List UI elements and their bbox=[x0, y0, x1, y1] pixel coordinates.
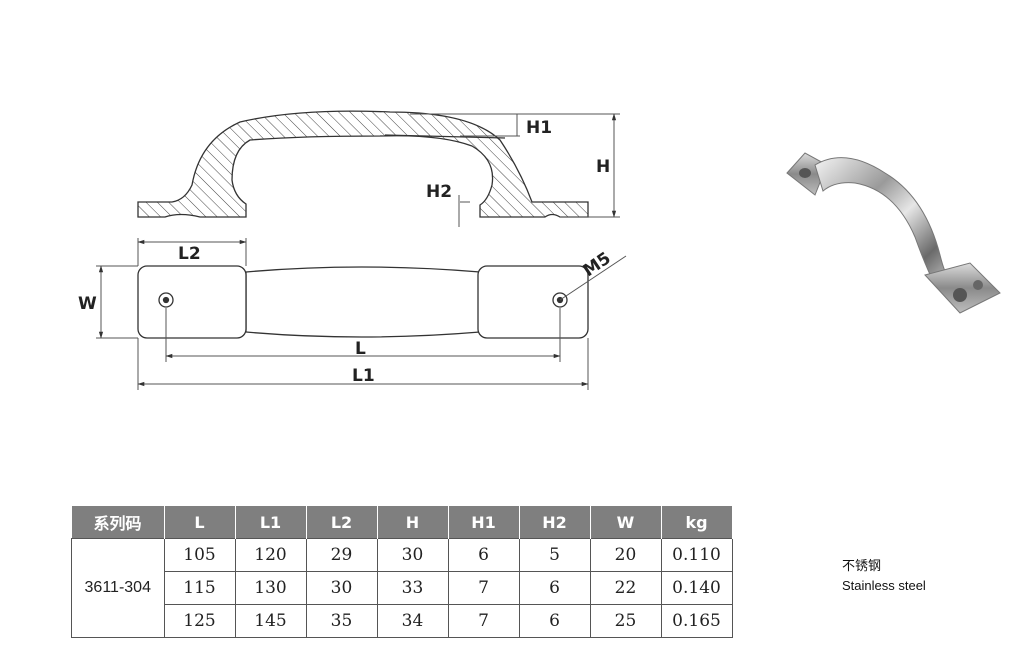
table-cell: 0.140 bbox=[660, 571, 733, 605]
table-cell: 120 bbox=[234, 538, 307, 572]
table-cell: 33 bbox=[376, 571, 449, 605]
table-cell: 30 bbox=[376, 538, 449, 572]
material-chinese: 不锈钢 bbox=[842, 558, 882, 573]
header-series-code: 系列码 bbox=[71, 506, 165, 539]
header-kg: kg bbox=[661, 506, 733, 539]
label-L2: L2 bbox=[178, 244, 201, 264]
label-H2: H2 bbox=[426, 182, 452, 202]
header-L2: L2 bbox=[306, 506, 378, 539]
top-dimensions bbox=[96, 238, 627, 390]
header-H1: H1 bbox=[448, 506, 520, 539]
table-header-row: 系列码 L L1 L2 H H1 H2 W kg bbox=[71, 506, 733, 539]
label-H: H bbox=[596, 157, 610, 177]
header-H: H bbox=[377, 506, 449, 539]
table-cell: 34 bbox=[376, 604, 449, 638]
table-cell: 5 bbox=[518, 538, 591, 572]
table-cell: 6 bbox=[447, 538, 520, 572]
table-cell: 115 bbox=[163, 571, 236, 605]
table-cell: 7 bbox=[447, 604, 520, 638]
top-view bbox=[137, 265, 589, 339]
spec-table: 系列码 L L1 L2 H H1 H2 W kg 3611-304 105 12… bbox=[71, 506, 733, 638]
table-cell: 145 bbox=[234, 604, 307, 638]
table-cell: 29 bbox=[305, 538, 378, 572]
header-W: W bbox=[590, 506, 662, 539]
label-W: W bbox=[78, 294, 97, 314]
table-row: 3611-304 105 120 29 30 6 5 20 0.110 bbox=[71, 538, 733, 638]
label-L1: L1 bbox=[352, 366, 375, 386]
table-cell: 30 bbox=[305, 571, 378, 605]
table-cell: 7 bbox=[447, 571, 520, 605]
table-cell: 25 bbox=[589, 604, 662, 638]
table-cell: 20 bbox=[589, 538, 662, 572]
technical-drawing: H1 H H2 L2 W L L1 M5 bbox=[78, 110, 627, 390]
table-row: 115 130 30 33 7 6 22 0.140 bbox=[72, 571, 733, 605]
table-cell: 0.165 bbox=[660, 604, 733, 638]
header-L: L bbox=[164, 506, 236, 539]
table-cell: 35 bbox=[305, 604, 378, 638]
label-H1: H1 bbox=[526, 118, 552, 138]
product-photo bbox=[786, 152, 1001, 314]
table-row: 125 145 35 34 7 6 25 0.165 bbox=[72, 604, 733, 638]
side-dimensions bbox=[410, 113, 620, 227]
table-cell: 6 bbox=[518, 571, 591, 605]
table-cell: 105 bbox=[163, 538, 236, 572]
table-cell: 130 bbox=[234, 571, 307, 605]
material-note: 不锈钢 Stainless steel bbox=[842, 556, 926, 596]
table-cell: 22 bbox=[589, 571, 662, 605]
header-H2: H2 bbox=[519, 506, 591, 539]
side-view-section bbox=[137, 110, 589, 218]
table-cell: 0.110 bbox=[660, 538, 733, 572]
label-L: L bbox=[355, 339, 366, 359]
header-L1: L1 bbox=[235, 506, 307, 539]
table-cell: 125 bbox=[163, 604, 236, 638]
table-cell: 6 bbox=[518, 604, 591, 638]
material-english: Stainless steel bbox=[842, 578, 926, 593]
series-code-cell: 3611-304 bbox=[71, 538, 165, 638]
